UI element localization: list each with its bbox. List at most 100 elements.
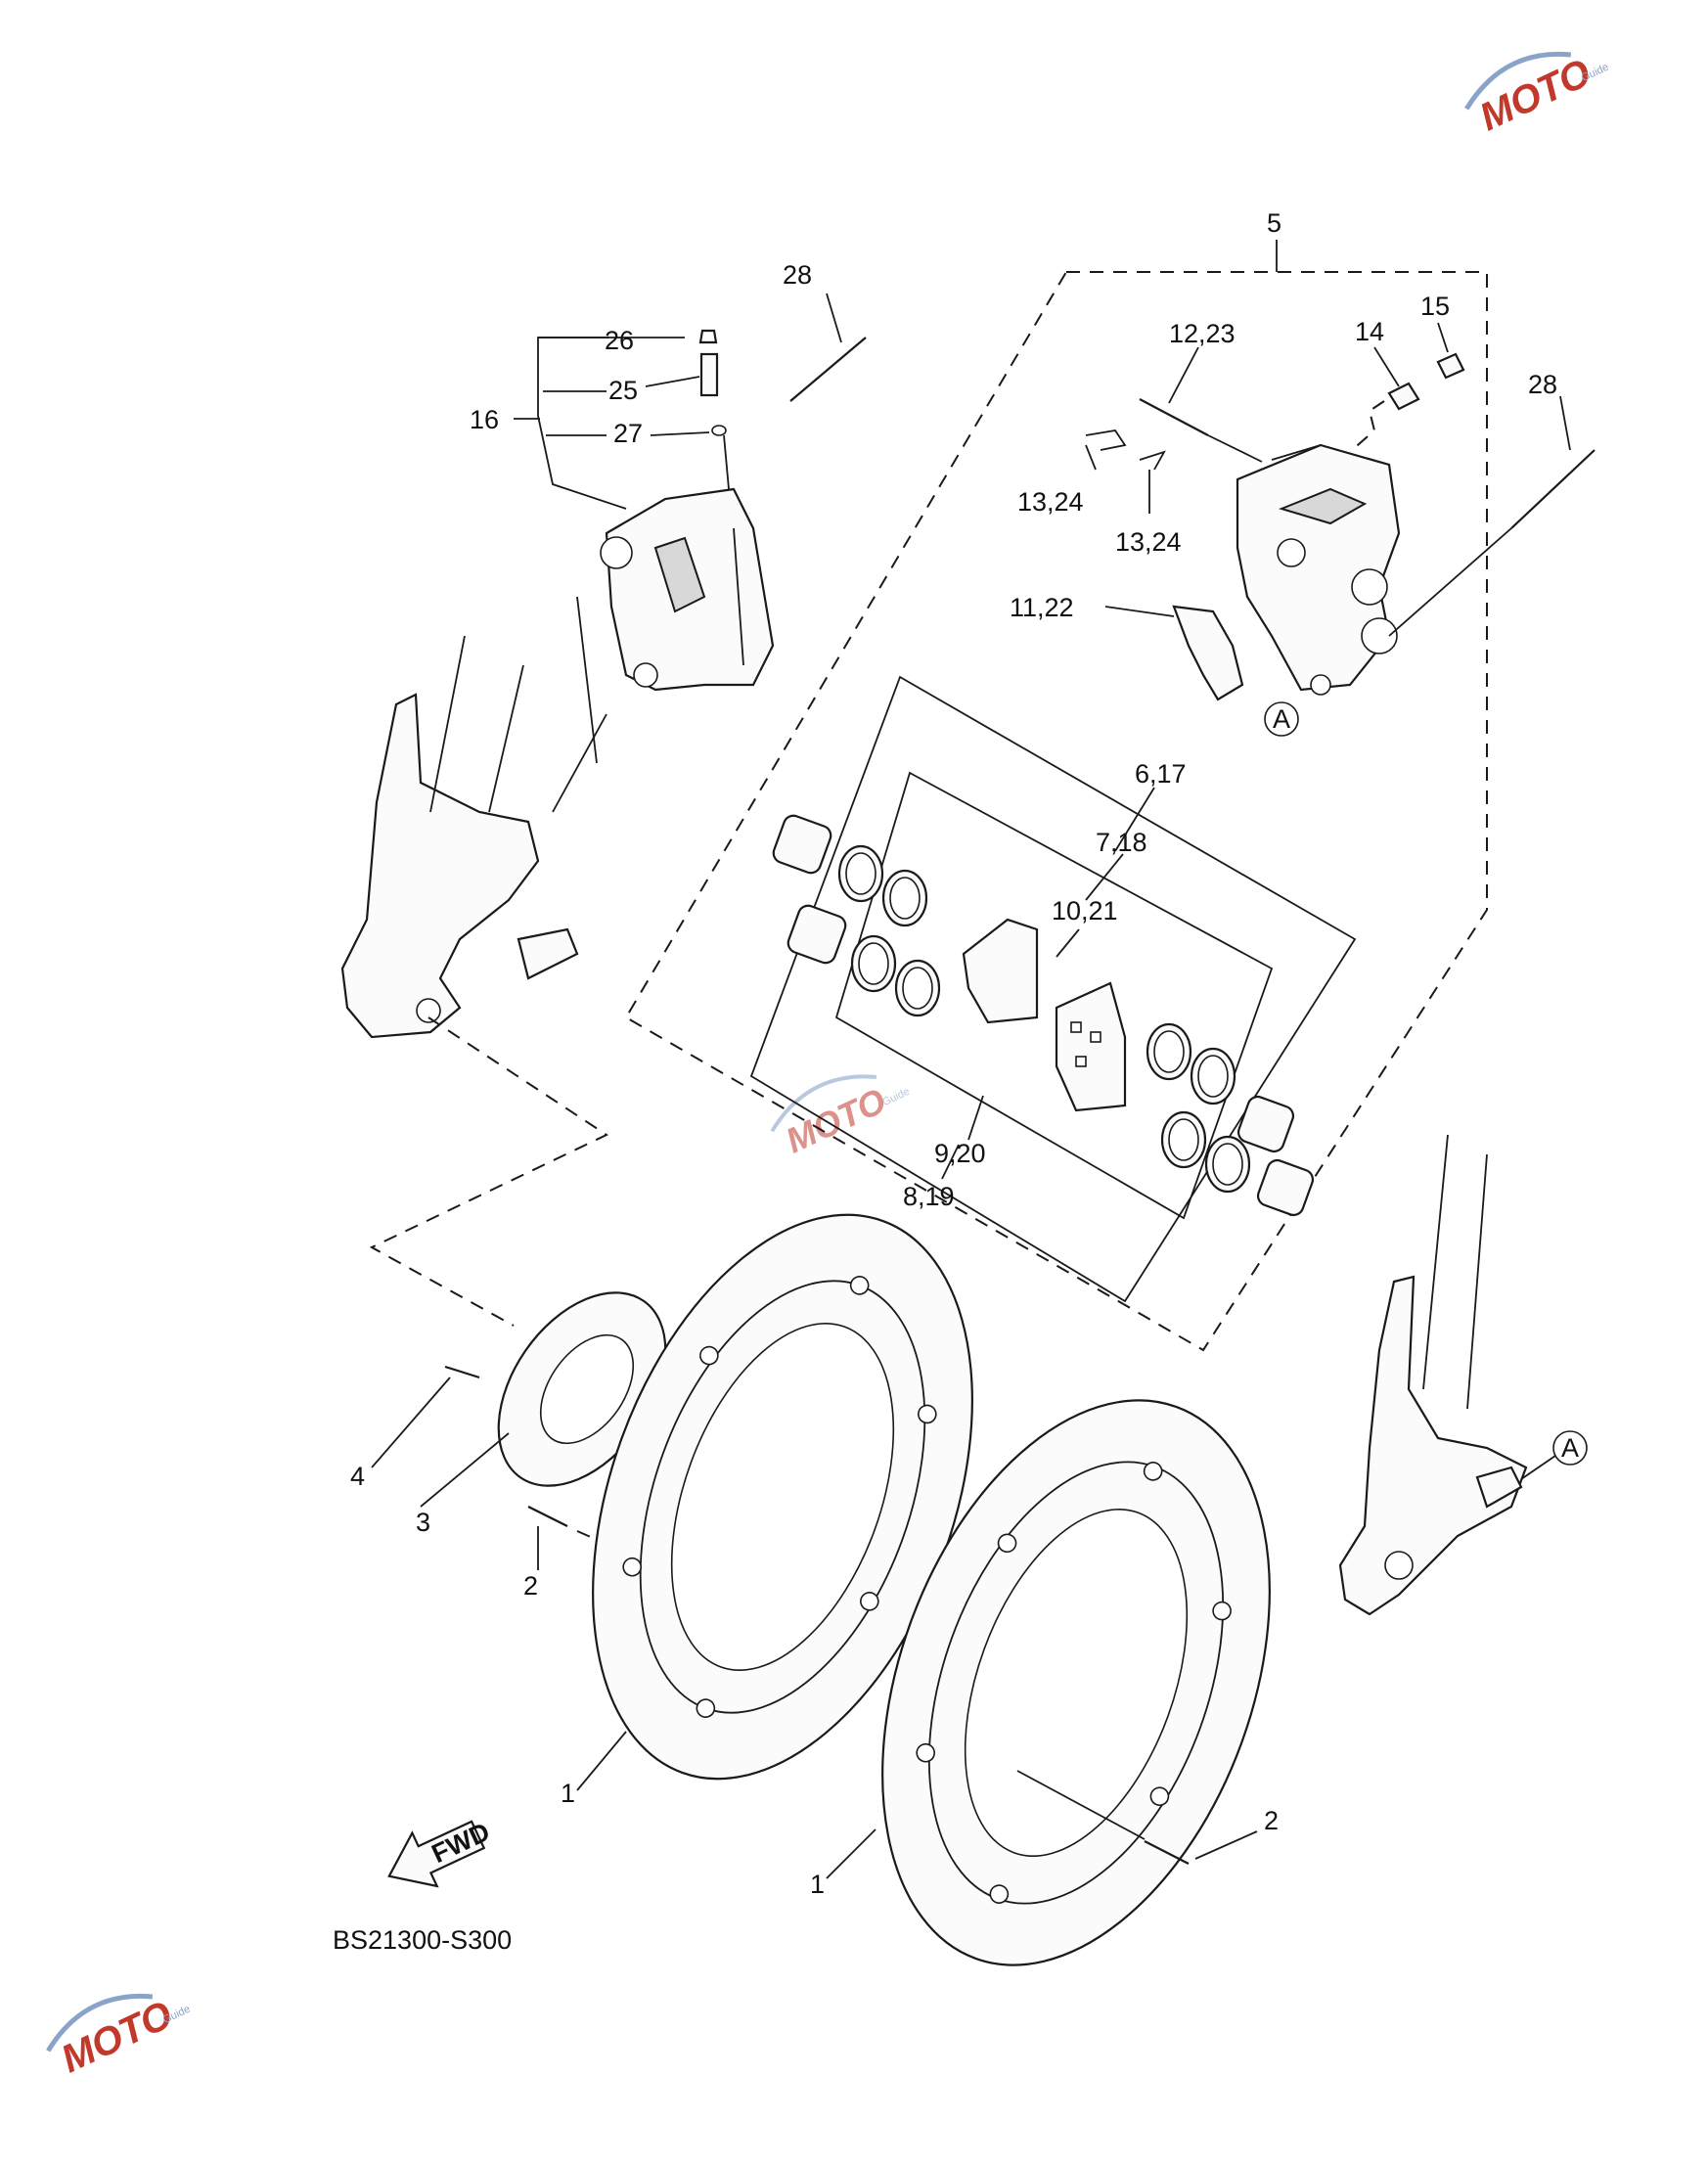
pad-hole (1070, 1021, 1082, 1033)
callout-10-21: 10,21 (1052, 896, 1118, 925)
watermark-top-right: MOTO Guide (1464, 51, 1610, 139)
piston-cylinder (787, 904, 847, 965)
seal-ring-inner (858, 942, 889, 985)
leader-6-17 (1114, 787, 1155, 852)
fork-tube-line (1422, 1134, 1449, 1390)
disc-mount-hole (849, 1276, 870, 1295)
left-caliper (600, 487, 775, 692)
piston-kit-inner-box (834, 771, 1274, 1220)
bolt-2-right (1144, 1840, 1190, 1865)
bleed-screw-25 (699, 352, 719, 397)
seal-ring-inner (1153, 1030, 1185, 1073)
leader-3 (420, 1432, 510, 1508)
fwd-arrow: FWD (387, 1817, 494, 1888)
pistons-right-group (1146, 1022, 1315, 1217)
watermark-brand: MOTO (1473, 51, 1597, 139)
leader-14 (1373, 346, 1400, 387)
disc-mount-hole (1143, 1462, 1163, 1481)
callout-28: 28 (1528, 370, 1557, 399)
seal-ring-inner (1168, 1118, 1199, 1161)
left-fork-lower (340, 693, 540, 1039)
leader-4 (371, 1376, 451, 1468)
callout-labels: 1 1 2 2 3 4 5 6,17 7,18 8,19 9,20 10,21 … (350, 208, 1557, 1899)
fork-tube-line (1466, 1153, 1488, 1410)
leader-ref-a (1520, 1455, 1556, 1480)
right-fork-lower (1338, 1275, 1528, 1616)
callout-12-23: 12,23 (1169, 319, 1236, 348)
caliper-port (1351, 568, 1388, 606)
disc-mount-hole (622, 1557, 642, 1577)
seal-ring-inner (902, 967, 933, 1010)
leader-7-18 (1085, 853, 1124, 901)
watermark-brand: MOTO (780, 1080, 892, 1161)
fork-tube-line (488, 664, 524, 813)
ref-marker-circle (1552, 1430, 1588, 1466)
watermark-brand: MOTO (55, 1993, 179, 2081)
fwd-label: FWD (427, 1817, 494, 1869)
disc-mount-hole (1212, 1601, 1232, 1621)
brake-pad-left (962, 918, 1039, 1024)
leader-13-24a (1085, 444, 1097, 471)
leader-left-caliper-a (552, 713, 607, 813)
leader-1b (826, 1828, 876, 1879)
clip-left (1085, 429, 1127, 451)
seal-ring-inner (1212, 1143, 1243, 1186)
brake-disc-right (881, 1399, 1271, 1966)
caliper-window (653, 536, 706, 613)
caliper-assembly-boundary (624, 271, 1488, 1352)
piston-cylinder (772, 814, 832, 875)
bleed-cap (1436, 352, 1465, 380)
caliper-bolt-right (1510, 449, 1596, 529)
callout-16: 16 (470, 405, 499, 434)
callout-7-18: 7,18 (1096, 828, 1147, 857)
axle-boss (1475, 1466, 1523, 1509)
callout-8-19: 8,19 (903, 1182, 955, 1211)
bolt-4 (444, 1365, 480, 1379)
watermark-bottom-left: MOTO Guide (46, 1993, 192, 2081)
watermark-sub: Guide (880, 1086, 912, 1108)
callout-11-22: 11,22 (1010, 593, 1074, 622)
bleed-screw (1387, 382, 1420, 411)
disc-mount-hole (916, 1742, 935, 1763)
clip-right (1139, 450, 1166, 471)
leader-28b (1559, 395, 1571, 451)
pistons-left-group (772, 814, 941, 1017)
pad-hole (1075, 1056, 1087, 1067)
seal-ring-inner (889, 877, 921, 920)
piston-cylinder (1256, 1158, 1315, 1217)
callout-3: 3 (416, 1508, 430, 1537)
callout-1: 1 (810, 1870, 825, 1899)
leader-bolt-2-right (1016, 1770, 1146, 1840)
fork-tube-line (429, 635, 466, 813)
right-fork-leg (1338, 1134, 1528, 1616)
leader-11-22 (1104, 606, 1175, 617)
disc-mount-hole (696, 1698, 716, 1718)
disc-mount-hole (1149, 1786, 1170, 1807)
callout-25: 25 (608, 376, 638, 405)
callout-27: 27 (613, 419, 643, 448)
brake-disc-left (592, 1213, 973, 1781)
axle-hole (1384, 1551, 1414, 1580)
piston-cylinder (1236, 1095, 1295, 1153)
disc-mount-hole (989, 1884, 1010, 1904)
seal-ring-inner (1197, 1055, 1229, 1098)
caliper-port (1277, 538, 1306, 567)
leader-28a (826, 293, 842, 343)
callout-28: 28 (783, 260, 812, 290)
leader-12-23 (1168, 346, 1199, 404)
abs-ring-inner (539, 1333, 635, 1445)
bolt-2-left (527, 1506, 568, 1527)
callout-9-20: 9,20 (934, 1139, 986, 1168)
caliper-window (1278, 487, 1368, 525)
leader-2b (1194, 1830, 1258, 1860)
caliper-port (1361, 617, 1398, 654)
leader-8-19 (941, 1144, 960, 1180)
callout-13-24: 13,24 (1115, 527, 1182, 557)
caliper-mount-hole (633, 662, 658, 688)
callout-15: 15 (1420, 292, 1450, 321)
disc-inner (670, 1323, 895, 1671)
leader-bolt-caliper (1388, 527, 1512, 637)
callout-5: 5 (1267, 208, 1281, 238)
pad-spring (1172, 605, 1244, 701)
ref-marker-a: A (1273, 704, 1290, 734)
